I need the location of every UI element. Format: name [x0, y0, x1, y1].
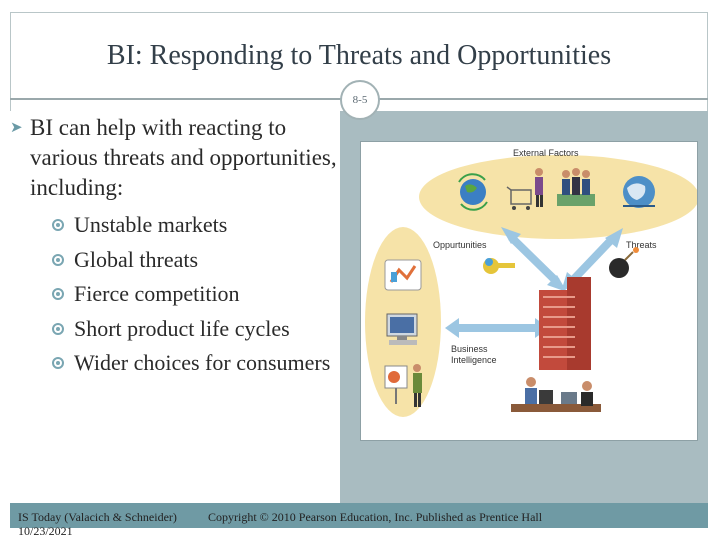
main-bullet-text: BI can help with reacting to various thr… [30, 115, 337, 200]
bullet-circle-icon [52, 357, 64, 369]
bi-illustration: External Factors Oppurtunities Threats B… [365, 148, 699, 417]
list-item: Unstable markets [52, 208, 342, 243]
threats-label: Threats [626, 240, 657, 250]
bi-label-line2: Intelligence [451, 355, 497, 365]
computer-icon [386, 313, 418, 345]
building-icon [539, 277, 591, 370]
opportunity-arrow [501, 227, 567, 292]
office-workers-icon [511, 377, 601, 412]
bullet-circle-icon [52, 322, 64, 335]
main-bullet: ➤ BI can help with reacting to various t… [10, 113, 340, 203]
slide-title: BI: Responding to Threats and Opportunit… [106, 40, 612, 71]
bi-arrow [445, 318, 549, 338]
shopper-icon [535, 168, 543, 207]
sub-bullet-list: Unstable markets Global threats Fierce c… [52, 208, 342, 381]
list-item: Global threats [52, 243, 342, 278]
presenter-icon [384, 364, 422, 407]
key-icon [483, 258, 515, 274]
bullet-circle-icon [52, 288, 64, 300]
footer-copyright: Copyright © 2010 Pearson Education, Inc.… [208, 510, 543, 524]
list-item: Fierce competition [52, 277, 342, 312]
business-people-icon [557, 168, 595, 206]
shopping-cart-icon [506, 186, 532, 210]
footer-source-line1: IS Today (Valacich & Schneider) [18, 510, 177, 524]
external-factors-label: External Factors [513, 148, 579, 158]
globe-icon [458, 173, 488, 211]
list-item: Wider choices for consumers [52, 346, 342, 381]
list-item: Short product life cycles [52, 312, 342, 347]
footer-source: IS Today (Valacich & Schneider) 10/23/20… [18, 510, 208, 538]
world-globe-icon [623, 176, 655, 208]
footer-bar [10, 503, 708, 528]
bullet-circle-icon [52, 253, 64, 266]
slide-number-badge: 8-5 [340, 80, 380, 120]
opportunities-label: Oppurtunities [433, 240, 487, 250]
bullet-circle-icon [52, 219, 64, 231]
bullet-arrow-icon: ➤ [10, 120, 23, 136]
chart-card-icon [384, 259, 422, 291]
text-panel [10, 111, 340, 503]
bomb-icon [609, 247, 639, 278]
footer-date: 10/23/2021 [18, 524, 73, 538]
bi-label-line1: Business [451, 344, 488, 354]
bi-figure: External Factors Oppurtunities Threats B… [360, 141, 699, 441]
